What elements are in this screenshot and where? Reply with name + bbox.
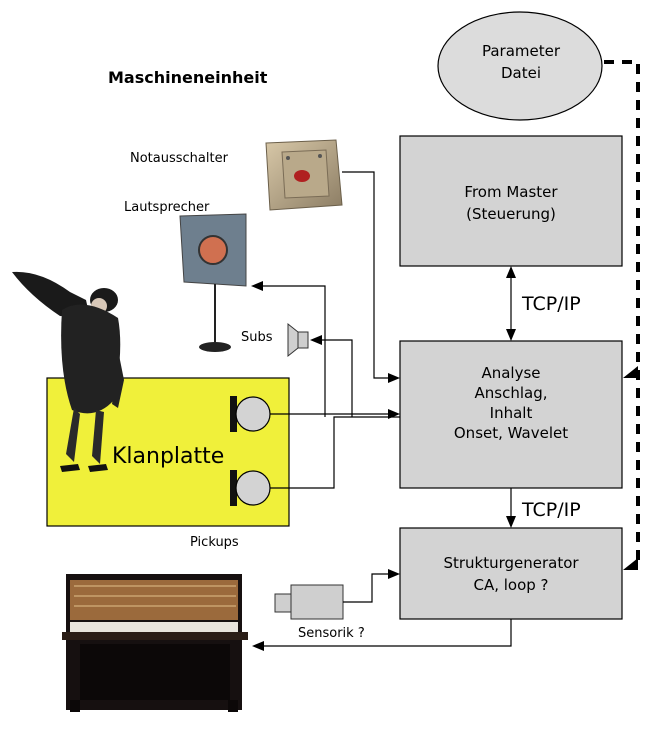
- dashed-arrowhead-analyse: [623, 366, 638, 378]
- parameter-datei-label-1: Parameter: [482, 42, 561, 60]
- strukturgenerator-node: [399, 527, 623, 620]
- notaus-to-analyse-line: [342, 171, 390, 379]
- camera-arrow: [388, 569, 400, 579]
- tcpip-top-arrow-down: [506, 329, 516, 341]
- strukturgenerator-label-1: Strukturgenerator: [443, 554, 579, 572]
- lautsprecher-device: [179, 213, 247, 352]
- from-master-node: [399, 135, 623, 267]
- dashed-arrowhead-struktur: [623, 558, 638, 570]
- piano-image: [62, 574, 248, 712]
- analyse-label-3: Inhalt: [490, 404, 533, 422]
- pickups-label: Pickups: [190, 535, 239, 550]
- notaus-arrow: [388, 373, 400, 383]
- from-master-label-2: (Steuerung): [466, 205, 556, 223]
- strukturgenerator-label-2: CA, loop ?: [473, 576, 548, 594]
- lautsprecher-arrow: [251, 281, 263, 291]
- from-master-label-1: From Master: [464, 183, 558, 201]
- pickup-lower-icon: [230, 470, 271, 506]
- lautsprecher-label: Lautsprecher: [124, 200, 210, 215]
- pickup-upper-icon: [230, 396, 271, 432]
- analyse-to-lautsprecher-line: [262, 285, 326, 417]
- analyse-label-1: Analyse: [481, 364, 540, 382]
- tcpip-bottom-label: TCP/IP: [521, 499, 581, 521]
- subs-arrow: [310, 335, 322, 345]
- camera-to-struktur-line: [343, 573, 390, 603]
- klanplatte-label: Klanplatte: [112, 444, 224, 469]
- subs-label: Subs: [241, 330, 273, 345]
- diagram-title: Maschineneinheit: [108, 68, 268, 87]
- pickup-lower-line: [270, 416, 400, 489]
- analyse-label-4: Onset, Wavelet: [454, 424, 568, 442]
- notausschalter-device: [265, 139, 343, 211]
- parameter-datei-label-2: Datei: [501, 64, 541, 82]
- sensor-camera-icon: [274, 584, 344, 620]
- tcpip-top-label: TCP/IP: [521, 293, 581, 315]
- tcpip-top-arrow-up: [506, 266, 516, 278]
- analyse-label-2: Anschlag,: [475, 384, 548, 402]
- notausschalter-label: Notausschalter: [130, 151, 229, 166]
- analyse-to-subs-line: [320, 339, 353, 417]
- sensorik-label: Sensorik ?: [298, 626, 365, 641]
- tcpip-bottom-arrow: [506, 516, 516, 528]
- parameter-dashed-line: [604, 60, 640, 560]
- dancer-image: [12, 271, 124, 472]
- analyse-node: [399, 340, 623, 489]
- parameter-datei-node: [437, 11, 603, 121]
- struktur-to-piano-line: [262, 619, 512, 647]
- subs-icon: [287, 322, 309, 358]
- piano-arrow: [252, 641, 264, 651]
